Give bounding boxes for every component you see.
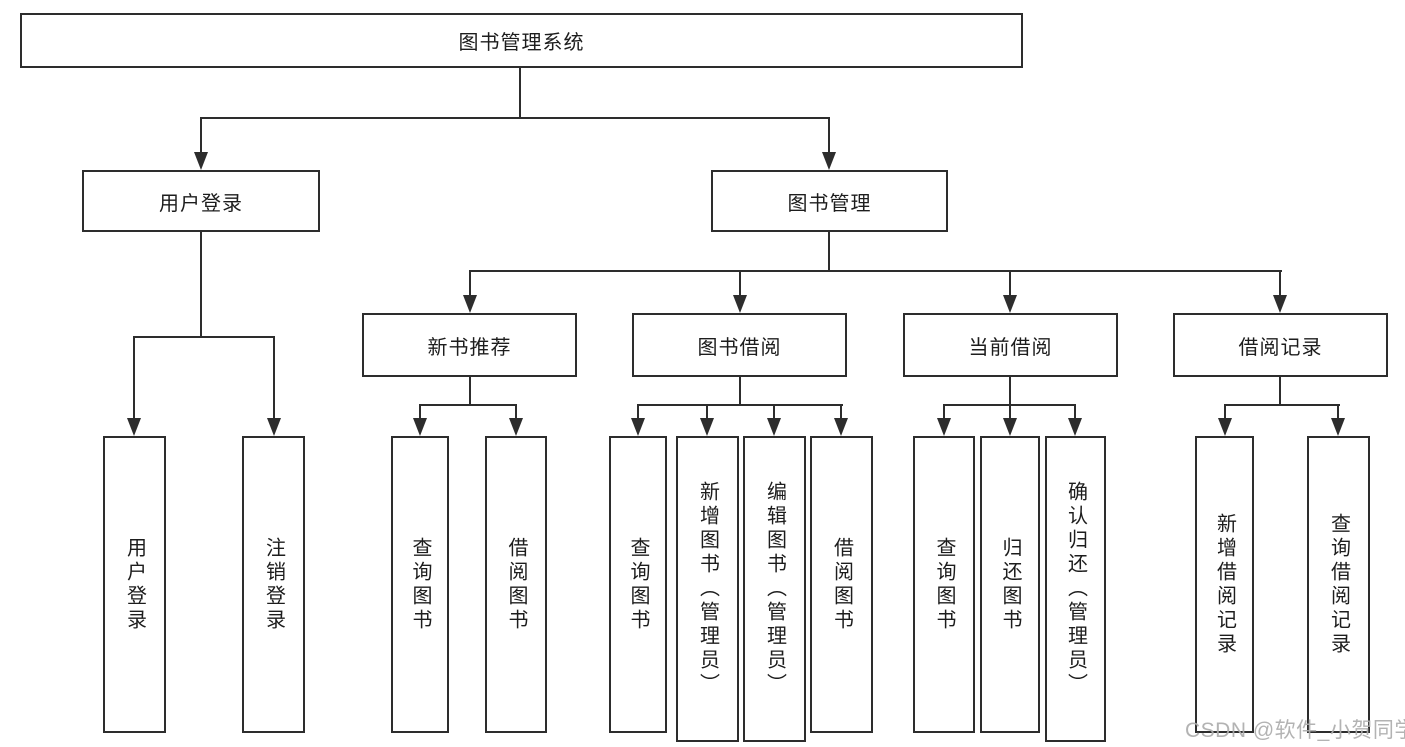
connector-line (840, 405, 842, 420)
arrow-down-icon (631, 418, 645, 436)
node-borrow-books-recommend: 借阅图书 (485, 436, 547, 733)
node-query-borrow-record: 查询借阅记录 (1307, 436, 1370, 733)
connector-line (133, 336, 275, 338)
node-user-login: 用户登录 (82, 170, 320, 232)
connector-line (739, 271, 741, 297)
node-add-book-admin: 新增图书（管理员） (676, 436, 739, 742)
arrow-down-icon (834, 418, 848, 436)
node-borrow-records: 借阅记录 (1173, 313, 1388, 377)
connector-line (419, 404, 517, 406)
connector-line (773, 405, 775, 420)
arrow-down-icon (1068, 418, 1082, 436)
arrow-down-icon (733, 295, 747, 313)
connector-line (943, 405, 945, 420)
arrow-down-icon (509, 418, 523, 436)
connector-line (469, 271, 471, 297)
arrow-down-icon (937, 418, 951, 436)
connector-line (828, 231, 830, 272)
node-confirm-return-admin: 确认归还（管理员） (1045, 436, 1106, 742)
connector-line (1074, 405, 1076, 420)
connector-line (273, 337, 275, 420)
connector-line (1224, 404, 1340, 406)
node-edit-book-admin: 编辑图书（管理员） (743, 436, 806, 742)
node-logout: 注销登录 (242, 436, 305, 733)
connector-line (706, 405, 708, 420)
arrow-down-icon (267, 418, 281, 436)
arrow-down-icon (767, 418, 781, 436)
arrow-down-icon (1003, 418, 1017, 436)
connector-line (1009, 405, 1011, 420)
node-return-book: 归还图书 (980, 436, 1040, 733)
node-current-borrow: 当前借阅 (903, 313, 1118, 377)
connector-line (133, 337, 135, 420)
node-query-books-borrow: 查询图书 (609, 436, 667, 733)
connector-line (200, 117, 830, 119)
arrow-down-icon (413, 418, 427, 436)
node-user-login-leaf: 用户登录 (103, 436, 166, 733)
connector-line (828, 118, 830, 154)
connector-line (469, 376, 471, 406)
arrow-down-icon (1331, 418, 1345, 436)
connector-line (1224, 405, 1226, 420)
connector-line (469, 270, 1282, 272)
connector-line (1279, 271, 1281, 297)
connector-line (1009, 271, 1011, 297)
arrow-down-icon (1003, 295, 1017, 313)
arrow-down-icon (127, 418, 141, 436)
connector-line (519, 68, 521, 118)
node-add-borrow-record: 新增借阅记录 (1195, 436, 1254, 733)
node-new-book-recommend: 新书推荐 (362, 313, 577, 377)
node-borrow-books-leaf: 借阅图书 (810, 436, 873, 733)
arrow-down-icon (194, 152, 208, 170)
node-library-system: 图书管理系统 (20, 13, 1023, 68)
connector-line (637, 405, 639, 420)
arrow-down-icon (1218, 418, 1232, 436)
connector-line (1337, 405, 1339, 420)
connector-line (200, 231, 202, 338)
arrow-down-icon (463, 295, 477, 313)
arrow-down-icon (700, 418, 714, 436)
connector-line (200, 118, 202, 154)
connector-line (515, 405, 517, 420)
connector-line (739, 376, 741, 406)
connector-line (1009, 376, 1011, 406)
node-query-books-recommend: 查询图书 (391, 436, 449, 733)
arrow-down-icon (822, 152, 836, 170)
connector-line (637, 404, 843, 406)
arrow-down-icon (1273, 295, 1287, 313)
node-query-books-current: 查询图书 (913, 436, 975, 733)
csdn-watermark: CSDN @软件_小贺同学 (1185, 719, 1405, 742)
node-book-borrow: 图书借阅 (632, 313, 847, 377)
connector-line (419, 405, 421, 420)
connector-line (1279, 376, 1281, 406)
node-book-management: 图书管理 (711, 170, 948, 232)
